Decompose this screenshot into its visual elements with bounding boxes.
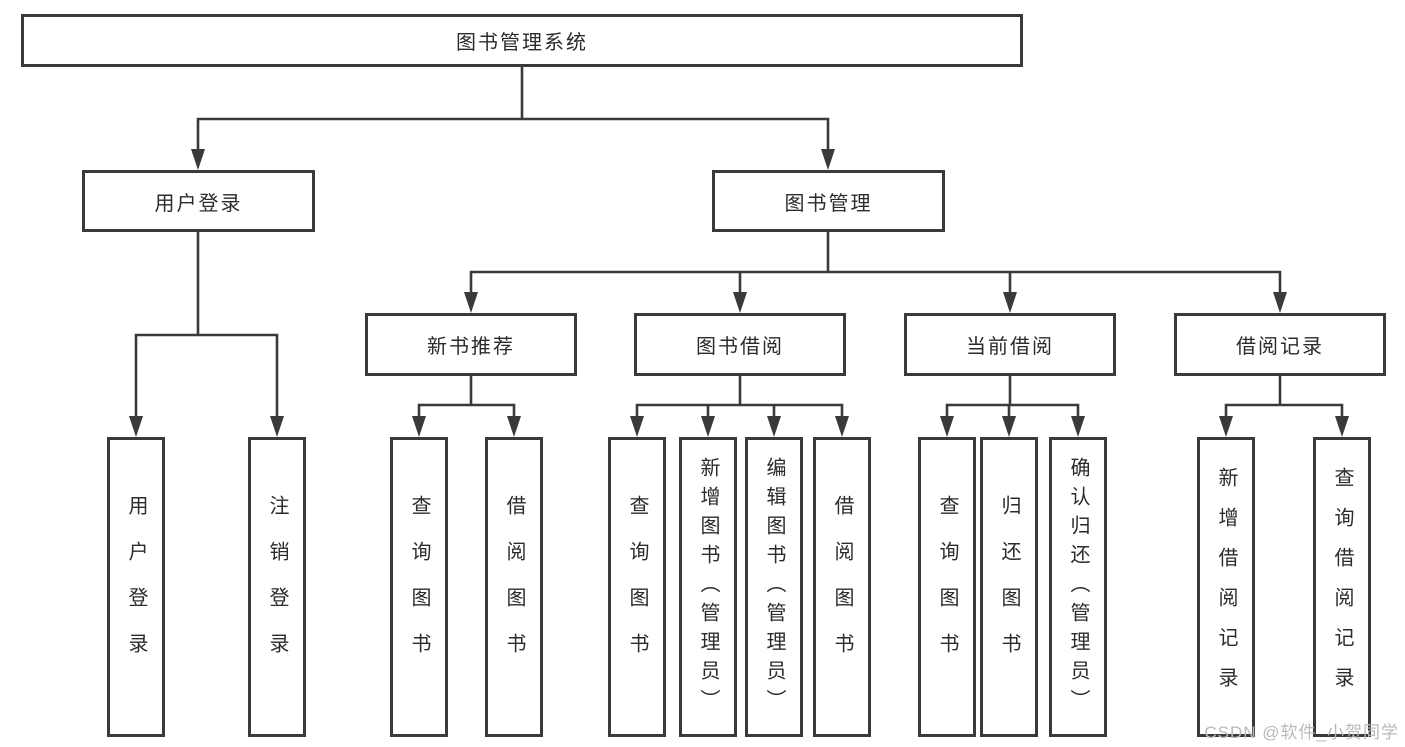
node-label: 当前借阅 xyxy=(966,336,1054,358)
node-book-management: 图书管理 xyxy=(712,170,945,232)
node-leaf-add-borrow-record: 新增借阅记录 xyxy=(1197,437,1255,737)
node-leaf-add-book-admin: 新增图书（管理员） xyxy=(679,437,737,737)
node-label: 新增借阅记录 xyxy=(1215,467,1237,707)
node-label: 确认归还（管理员） xyxy=(1067,456,1089,718)
node-new-book-recommend: 新书推荐 xyxy=(365,313,577,376)
node-label: 查询图书 xyxy=(936,495,958,679)
node-label: 图书借阅 xyxy=(696,336,784,358)
node-label: 图书管理 xyxy=(784,192,873,215)
node-user-login: 用户登录 xyxy=(82,170,315,232)
node-leaf-query-books-borrow: 查询图书 xyxy=(608,437,666,737)
node-label: 新书推荐 xyxy=(427,336,515,358)
node-leaf-return-books: 归还图书 xyxy=(980,437,1038,737)
node-leaf-borrow-books: 借阅图书 xyxy=(813,437,871,737)
node-leaf-user-login: 用户登录 xyxy=(107,437,165,737)
node-leaf-logout: 注销登录 xyxy=(248,437,306,737)
node-label: 图书管理系统 xyxy=(456,32,588,54)
node-label: 用户登录 xyxy=(125,495,147,679)
node-book-borrow: 图书借阅 xyxy=(634,313,846,376)
node-root: 图书管理系统 xyxy=(21,14,1023,67)
node-label: 编辑图书（管理员） xyxy=(763,456,785,718)
node-leaf-borrow-books-recommend: 借阅图书 xyxy=(485,437,543,737)
node-leaf-edit-book-admin: 编辑图书（管理员） xyxy=(745,437,803,737)
node-borrow-records: 借阅记录 xyxy=(1174,313,1386,376)
node-label: 新增图书（管理员） xyxy=(697,456,719,718)
node-leaf-confirm-return-admin: 确认归还（管理员） xyxy=(1049,437,1107,737)
node-leaf-query-books-recommend: 查询图书 xyxy=(390,437,448,737)
node-label: 归还图书 xyxy=(998,495,1020,679)
node-label: 注销登录 xyxy=(266,495,288,679)
node-label: 查询图书 xyxy=(408,495,430,679)
node-label: 查询借阅记录 xyxy=(1331,467,1353,707)
node-label: 查询图书 xyxy=(626,495,648,679)
csdn-watermark: CSDN @软件_小贺同学 xyxy=(1204,723,1399,742)
node-label: 用户登录 xyxy=(154,192,243,215)
node-leaf-query-books-current: 查询图书 xyxy=(918,437,976,737)
node-current-borrow: 当前借阅 xyxy=(904,313,1116,376)
node-label: 借阅图书 xyxy=(503,495,525,679)
node-label: 借阅图书 xyxy=(831,495,853,679)
node-leaf-query-borrow-record: 查询借阅记录 xyxy=(1313,437,1371,737)
node-label: 借阅记录 xyxy=(1236,336,1324,358)
